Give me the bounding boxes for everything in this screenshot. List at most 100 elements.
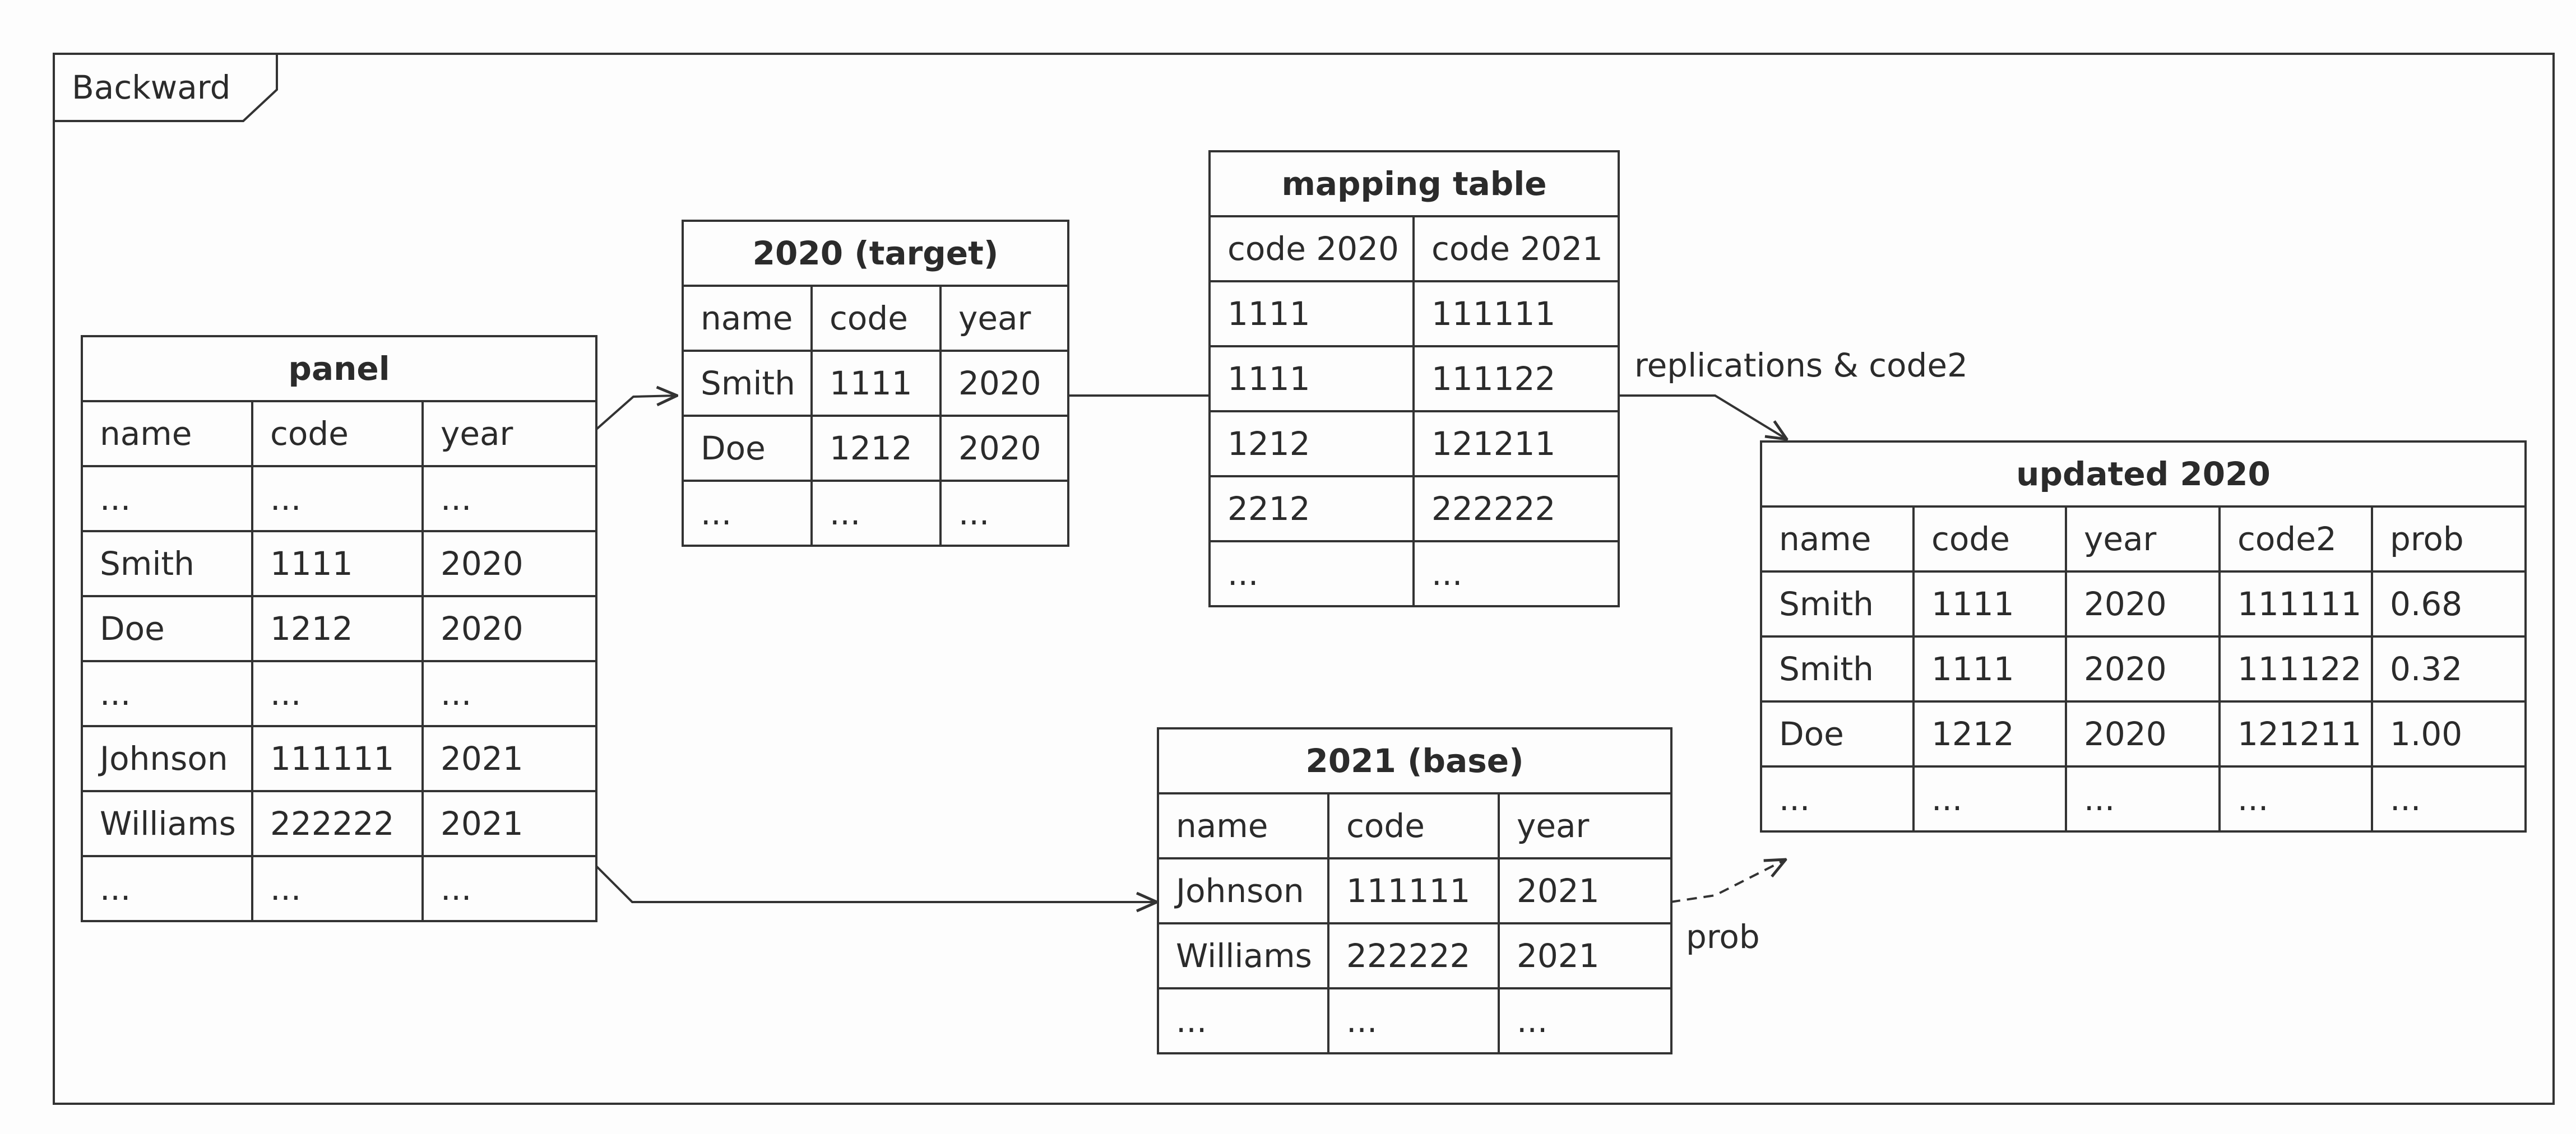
table-cell: 0.68	[2370, 570, 2527, 638]
table-cell: 1111	[810, 350, 942, 417]
table-cell: 2020	[2065, 635, 2221, 703]
table-cell: ...	[421, 465, 598, 532]
table-cell: ...	[251, 660, 424, 727]
table-cell: 111122	[2218, 635, 2373, 703]
table-cell: ...	[1157, 987, 1329, 1054]
table-row: .........	[1157, 987, 1673, 1054]
table-row: .........	[682, 480, 1069, 547]
table-cell: Doe	[1760, 700, 1915, 768]
table-title: 2021 (base)	[1156, 727, 1673, 794]
table-cell: ...	[1760, 765, 1915, 833]
table-cell: 2021	[421, 790, 598, 857]
table-cell: Doe	[682, 415, 813, 482]
table-cell: ...	[1412, 540, 1620, 607]
table-cell: ...	[810, 480, 942, 547]
table-cell: Smith	[1760, 635, 1915, 703]
table-cell: ...	[1912, 765, 2067, 833]
column-header: year	[421, 400, 598, 467]
column-header: code2	[2218, 505, 2373, 573]
edge-label-replications: replications & code2	[1634, 346, 1968, 384]
table-cell: 2212	[1208, 475, 1415, 542]
table-cell: 2020	[2065, 570, 2221, 638]
table-row: .........	[81, 465, 598, 532]
table-cell: 2020	[939, 415, 1069, 482]
table-cell: ...	[421, 855, 598, 922]
table-cell: 1111	[1912, 635, 2067, 703]
table-title: mapping table	[1208, 150, 1620, 217]
table-cell: 2020	[421, 530, 598, 597]
table-cell: 0.32	[2370, 635, 2527, 703]
column-header: name	[1157, 792, 1329, 859]
column-header: year	[2065, 505, 2221, 573]
table-cell: ...	[251, 465, 424, 532]
table-cell: 1212	[810, 415, 942, 482]
table-cell: ...	[251, 855, 424, 922]
column-header: code	[1912, 505, 2067, 573]
table-cell: 111111	[2218, 570, 2373, 638]
column-header: code 2020	[1208, 215, 1415, 282]
frame-title: Backward	[72, 68, 231, 106]
column-header: name	[682, 285, 813, 352]
table-cell: Williams	[1157, 922, 1329, 989]
table-cell: ...	[421, 660, 598, 727]
table-cell: 111111	[1327, 857, 1500, 924]
table-cell: ...	[2065, 765, 2221, 833]
column-header: year	[1497, 792, 1673, 859]
table-cell: 111111	[1412, 280, 1620, 347]
column-header: name	[81, 400, 253, 467]
table-row: .........	[81, 855, 598, 922]
table-cell: 1212	[1208, 410, 1415, 477]
table-cell: 2021	[1497, 922, 1673, 989]
table-cell: 121211	[1412, 410, 1620, 477]
table-cell: Johnson	[1157, 857, 1329, 924]
table-cell: Johnson	[81, 725, 253, 792]
table-cell: 2020	[939, 350, 1069, 417]
table-row: ......	[1208, 540, 1620, 607]
table-cell: ...	[1208, 540, 1415, 607]
table-cell: 111122	[1412, 345, 1620, 412]
table-cell: Smith	[682, 350, 813, 417]
table-cell: ...	[939, 480, 1069, 547]
table-cell: Doe	[81, 595, 253, 662]
column-header: name	[1760, 505, 1915, 573]
table-cell: Smith	[81, 530, 253, 597]
panel-to-base-arrow	[594, 864, 1157, 902]
table-row: .........	[81, 660, 598, 727]
table-cell: 1111	[1208, 345, 1415, 412]
table-cell: 2021	[1497, 857, 1673, 924]
table-cell: ...	[81, 465, 253, 532]
table-cell: Smith	[1760, 570, 1915, 638]
table-cell: 222222	[1412, 475, 1620, 542]
table-cell: 2020	[421, 595, 598, 662]
table-cell: ...	[1497, 987, 1673, 1054]
edge-label-prob: prob	[1686, 918, 1760, 956]
column-header: year	[939, 285, 1069, 352]
table-row: ...............	[1760, 765, 2527, 833]
panel-to-target-arrow	[594, 396, 677, 431]
table-title: 2020 (target)	[682, 220, 1069, 287]
table-cell: 1212	[251, 595, 424, 662]
column-header: code	[1327, 792, 1500, 859]
mapping-to-updated-arrow	[1618, 394, 1787, 439]
table-cell: 222222	[1327, 922, 1500, 989]
table-cell: 111111	[251, 725, 424, 792]
